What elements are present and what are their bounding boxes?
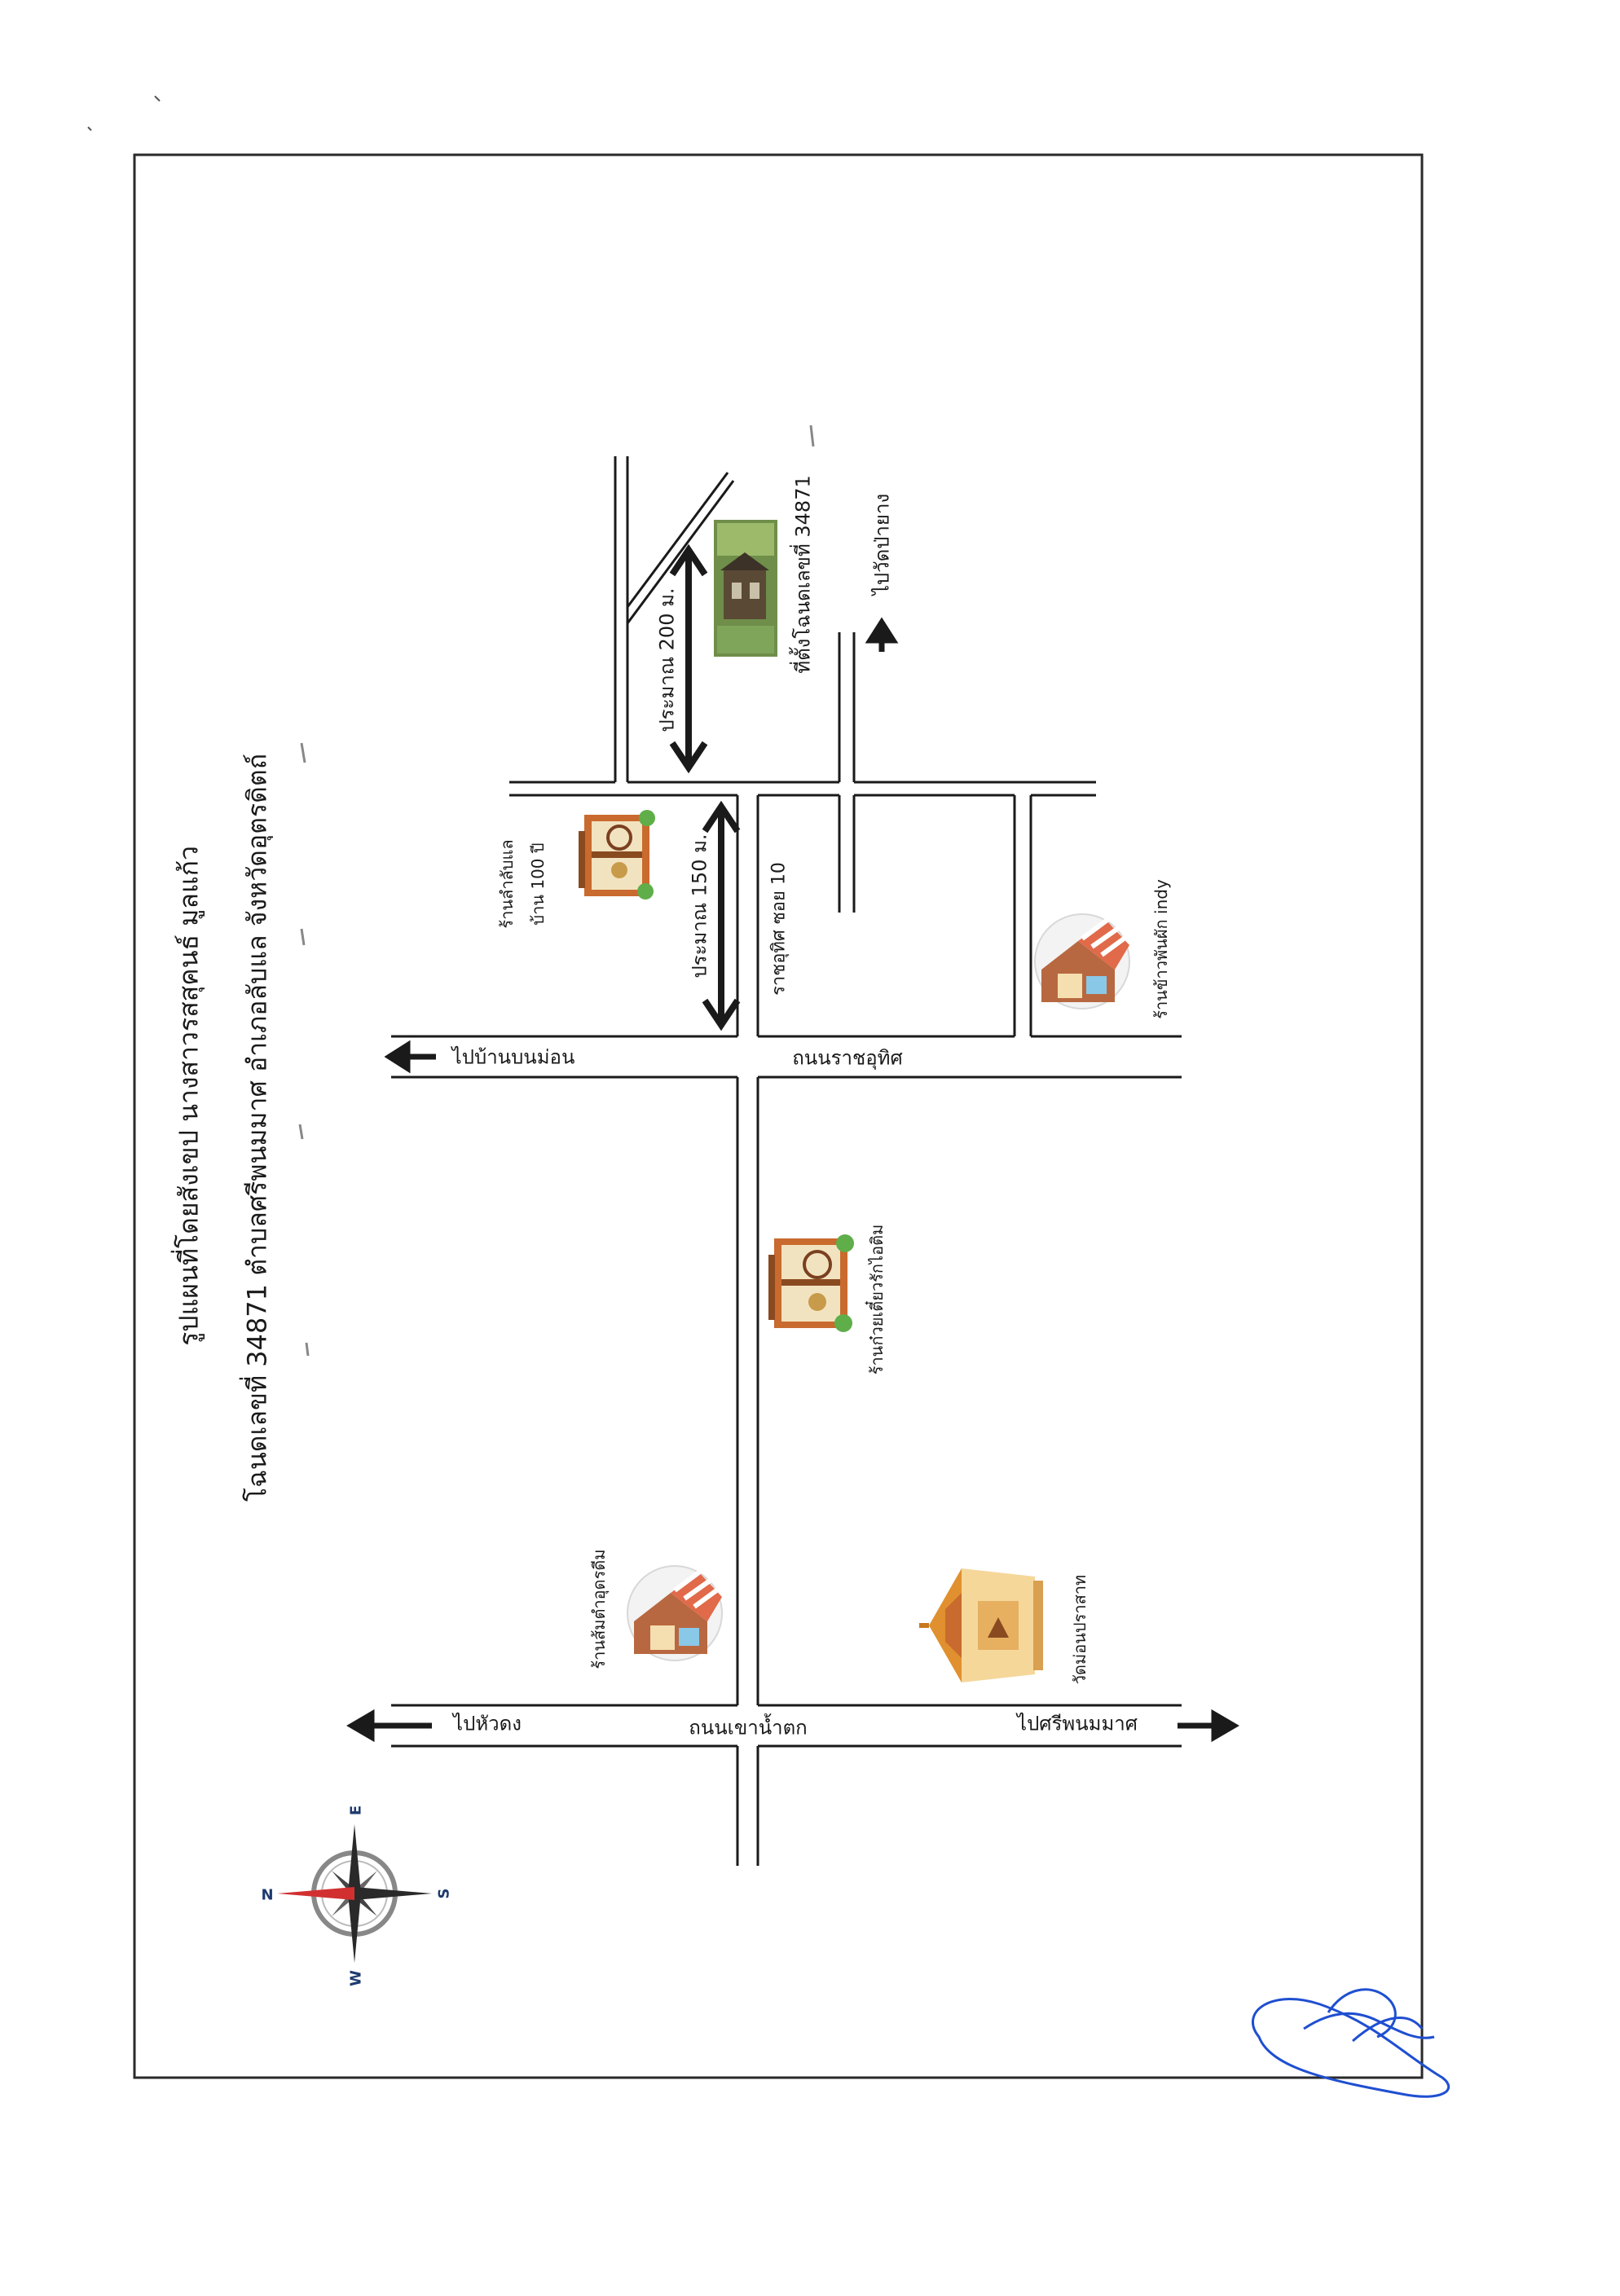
map-frame: [133, 153, 1424, 2079]
site-photo: [714, 520, 777, 657]
direction-arrows: [346, 617, 1239, 1743]
shop-somtam-icon: [627, 1565, 723, 1661]
map-title-line1: รูปแผนที่โดยสังเขป นางสาวรสสุคนธ์ มูลแก้…: [173, 846, 205, 1346]
site-label: ที่ตั้งโฉนดเลขที่ 34871: [791, 475, 815, 674]
shop-100-label-line2: บ้าน 100 ปี: [528, 842, 548, 926]
direction-label-sri-phanom-mas: ไปศรีพนมมาศ: [1016, 1712, 1138, 1735]
direction-label-ban-bon-mon: ไปบ้านบนม่อน: [451, 1045, 575, 1069]
map-title-line2: โฉนดเลขที่ 34871 ตำบลศรีพนมมาศ อำเภอลับแ…: [241, 753, 273, 1502]
scan-mark: [87, 126, 92, 131]
direction-label-wat-pai-yang: ไปวัดป่ายาง: [870, 493, 894, 596]
compass-n: N: [261, 1886, 274, 1904]
temple-label: วัดม่อนปราสาท: [1070, 1574, 1090, 1685]
shop-somtam-label: ร้านส้มตำอุดรดีม: [589, 1549, 609, 1669]
shop-indy-icon: [1034, 913, 1130, 1009]
scan-mark: [300, 742, 306, 763]
scan-mark: [154, 95, 161, 102]
compass-rose: [277, 1824, 432, 1963]
compass-e: E: [347, 1805, 365, 1816]
road-label-soi-10: ราชอุทิศ ซอย 10: [768, 862, 790, 996]
temple-icon: [919, 1568, 1043, 1682]
scan-mark: [809, 424, 815, 447]
shop-indy-label: ร้านข้าวพันผัก indy: [1151, 879, 1171, 1019]
distance-label-200m: ประมาณ 200 ม.: [655, 587, 679, 732]
scan-mark: [300, 928, 306, 946]
compass-s: S: [435, 1888, 453, 1899]
road-label-rachut: ถนนราชอุทิศ: [792, 1046, 903, 1070]
scan-mark: [305, 1342, 310, 1357]
distance-label-150m: ประมาณ 150 ม.: [688, 834, 711, 979]
shop-kuaytiao-label: ร้านก๋วยเตี๋ยวรักไอติม: [867, 1224, 887, 1375]
compass-w: W: [347, 1970, 365, 1986]
direction-label-hua-dong: ไปหัวดง: [453, 1712, 522, 1735]
shop-100-label-line1: ร้านลำลับแล: [497, 839, 517, 929]
road-lines: [391, 456, 1182, 1866]
shop-kuaytiao-icon: [768, 1234, 854, 1332]
signature: [1252, 1988, 1451, 2098]
distance-arrows: [669, 543, 741, 1031]
scan-mark: [298, 1124, 304, 1140]
road-label-khao-nam-tok: ถนนเขาน้ำตก: [689, 1716, 808, 1740]
shop-100-icon: [579, 810, 655, 899]
